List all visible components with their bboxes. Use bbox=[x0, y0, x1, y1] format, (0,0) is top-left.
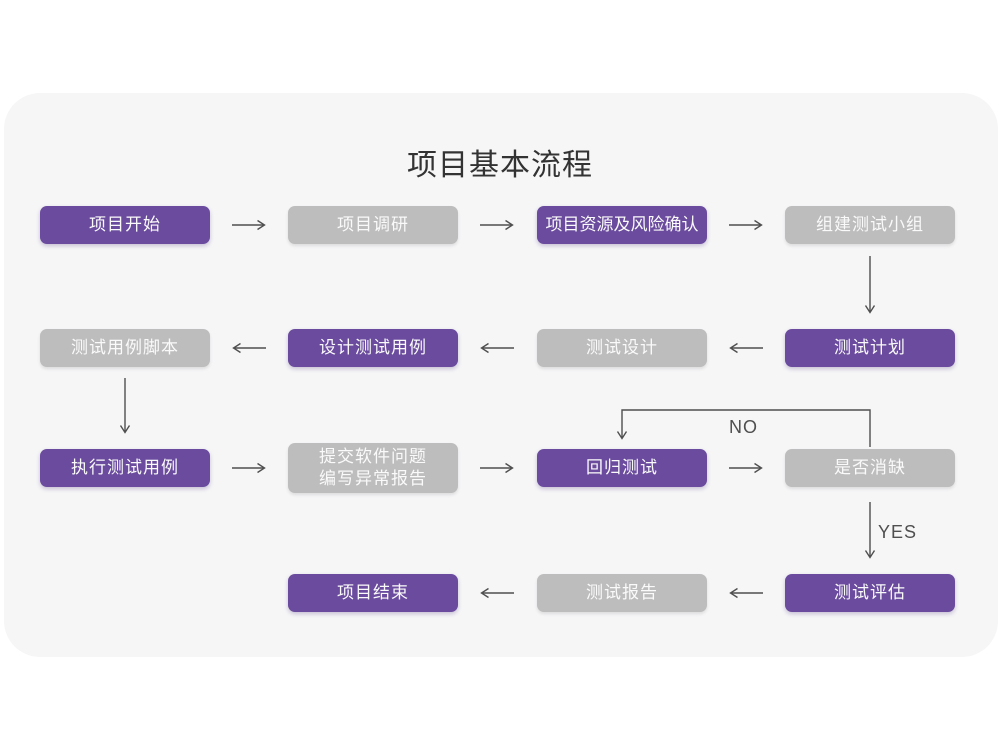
flow-node-test-design: 测试设计 bbox=[537, 329, 707, 367]
flow-node-case-script: 测试用例脚本 bbox=[40, 329, 210, 367]
flow-node-resource-risk: 项目资源及风险确认 bbox=[537, 206, 707, 244]
flow-node-project-research: 项目调研 bbox=[288, 206, 458, 244]
diagram-title: 项目基本流程 bbox=[407, 149, 593, 182]
flow-node-project-start: 项目开始 bbox=[40, 206, 210, 244]
flow-node-build-team: 组建测试小组 bbox=[785, 206, 955, 244]
submit-issues-line-1: 提交软件问题 bbox=[319, 447, 427, 466]
yes-label: YES bbox=[878, 522, 918, 542]
no-label: NO bbox=[729, 417, 758, 437]
background-card bbox=[4, 93, 998, 657]
flow-node-test-plan: 测试计划 bbox=[785, 329, 955, 367]
flow-node-defect-cleared: 是否消缺 bbox=[785, 449, 955, 487]
flow-node-test-evaluate: 测试评估 bbox=[785, 574, 955, 612]
flow-node-design-cases: 设计测试用例 bbox=[288, 329, 458, 367]
flow-node-test-report: 测试报告 bbox=[537, 574, 707, 612]
flow-node-execute-cases: 执行测试用例 bbox=[40, 449, 210, 487]
flow-node-submit-issues: 提交软件问题 编写异常报告 bbox=[288, 443, 458, 493]
submit-issues-line-2: 编写异常报告 bbox=[319, 469, 427, 488]
flow-node-project-end: 项目结束 bbox=[288, 574, 458, 612]
flow-node-regression-test: 回归测试 bbox=[537, 449, 707, 487]
